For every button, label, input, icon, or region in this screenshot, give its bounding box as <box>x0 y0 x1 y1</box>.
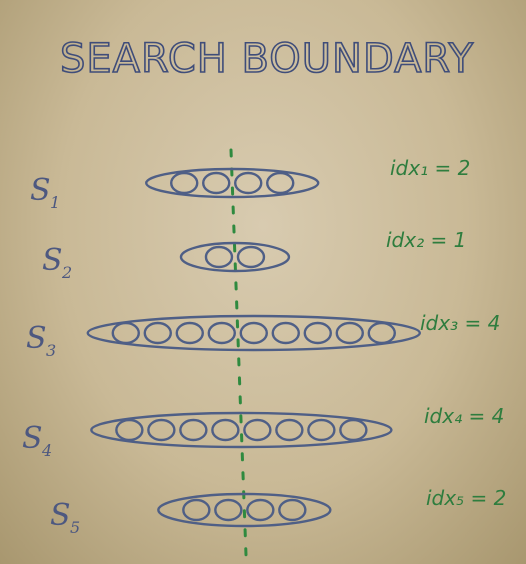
element-circle <box>246 498 275 522</box>
element-circle <box>339 418 368 442</box>
element-circle <box>243 418 272 442</box>
element-circle <box>239 321 268 345</box>
sequence-label: S <box>50 498 71 533</box>
element-circle <box>204 245 234 269</box>
sequence-label: S <box>42 243 63 278</box>
sequence-ellipse <box>90 411 393 449</box>
sequence-subscript: 1 <box>50 193 60 212</box>
title: SEARCH BOUNDARY <box>60 36 474 82</box>
sequence-ellipse <box>179 241 291 273</box>
element-circle <box>170 171 199 195</box>
element-circle <box>179 418 208 442</box>
element-circle <box>271 321 300 345</box>
element-circle <box>278 498 307 522</box>
element-circle <box>207 321 236 345</box>
sequence-label: S <box>22 421 43 456</box>
index-label: idx₁ = 2 <box>390 156 470 180</box>
element-circle <box>115 418 144 442</box>
sequence-ellipse <box>157 492 332 528</box>
element-circle <box>234 171 263 195</box>
sequence-ellipse <box>86 314 421 352</box>
element-circle <box>182 498 211 522</box>
sequence-ellipse <box>145 167 320 199</box>
element-circle <box>147 418 176 442</box>
element-circle <box>266 171 295 195</box>
element-circle <box>175 321 204 345</box>
element-circle <box>335 321 364 345</box>
sequence-subscript: 3 <box>46 341 56 360</box>
element-circle <box>303 321 332 345</box>
index-label: idx₃ = 4 <box>420 311 500 335</box>
index-label: idx₅ = 2 <box>426 486 506 510</box>
element-circle <box>214 498 243 522</box>
element-circle <box>367 321 396 345</box>
index-label: idx₄ = 4 <box>424 404 504 428</box>
element-circle <box>275 418 304 442</box>
element-circle <box>111 321 140 345</box>
sequence-subscript: 5 <box>70 518 80 537</box>
sequence-label: S <box>30 173 51 208</box>
sequence-subscript: 4 <box>41 441 52 460</box>
element-circle <box>143 321 172 345</box>
element-circle <box>202 171 231 195</box>
element-circle <box>307 418 336 442</box>
sequence-label: S <box>26 321 47 356</box>
element-circle <box>211 418 240 442</box>
sequence-subscript: 2 <box>61 263 72 282</box>
element-circle <box>236 245 266 269</box>
index-label: idx₂ = 1 <box>386 228 466 252</box>
